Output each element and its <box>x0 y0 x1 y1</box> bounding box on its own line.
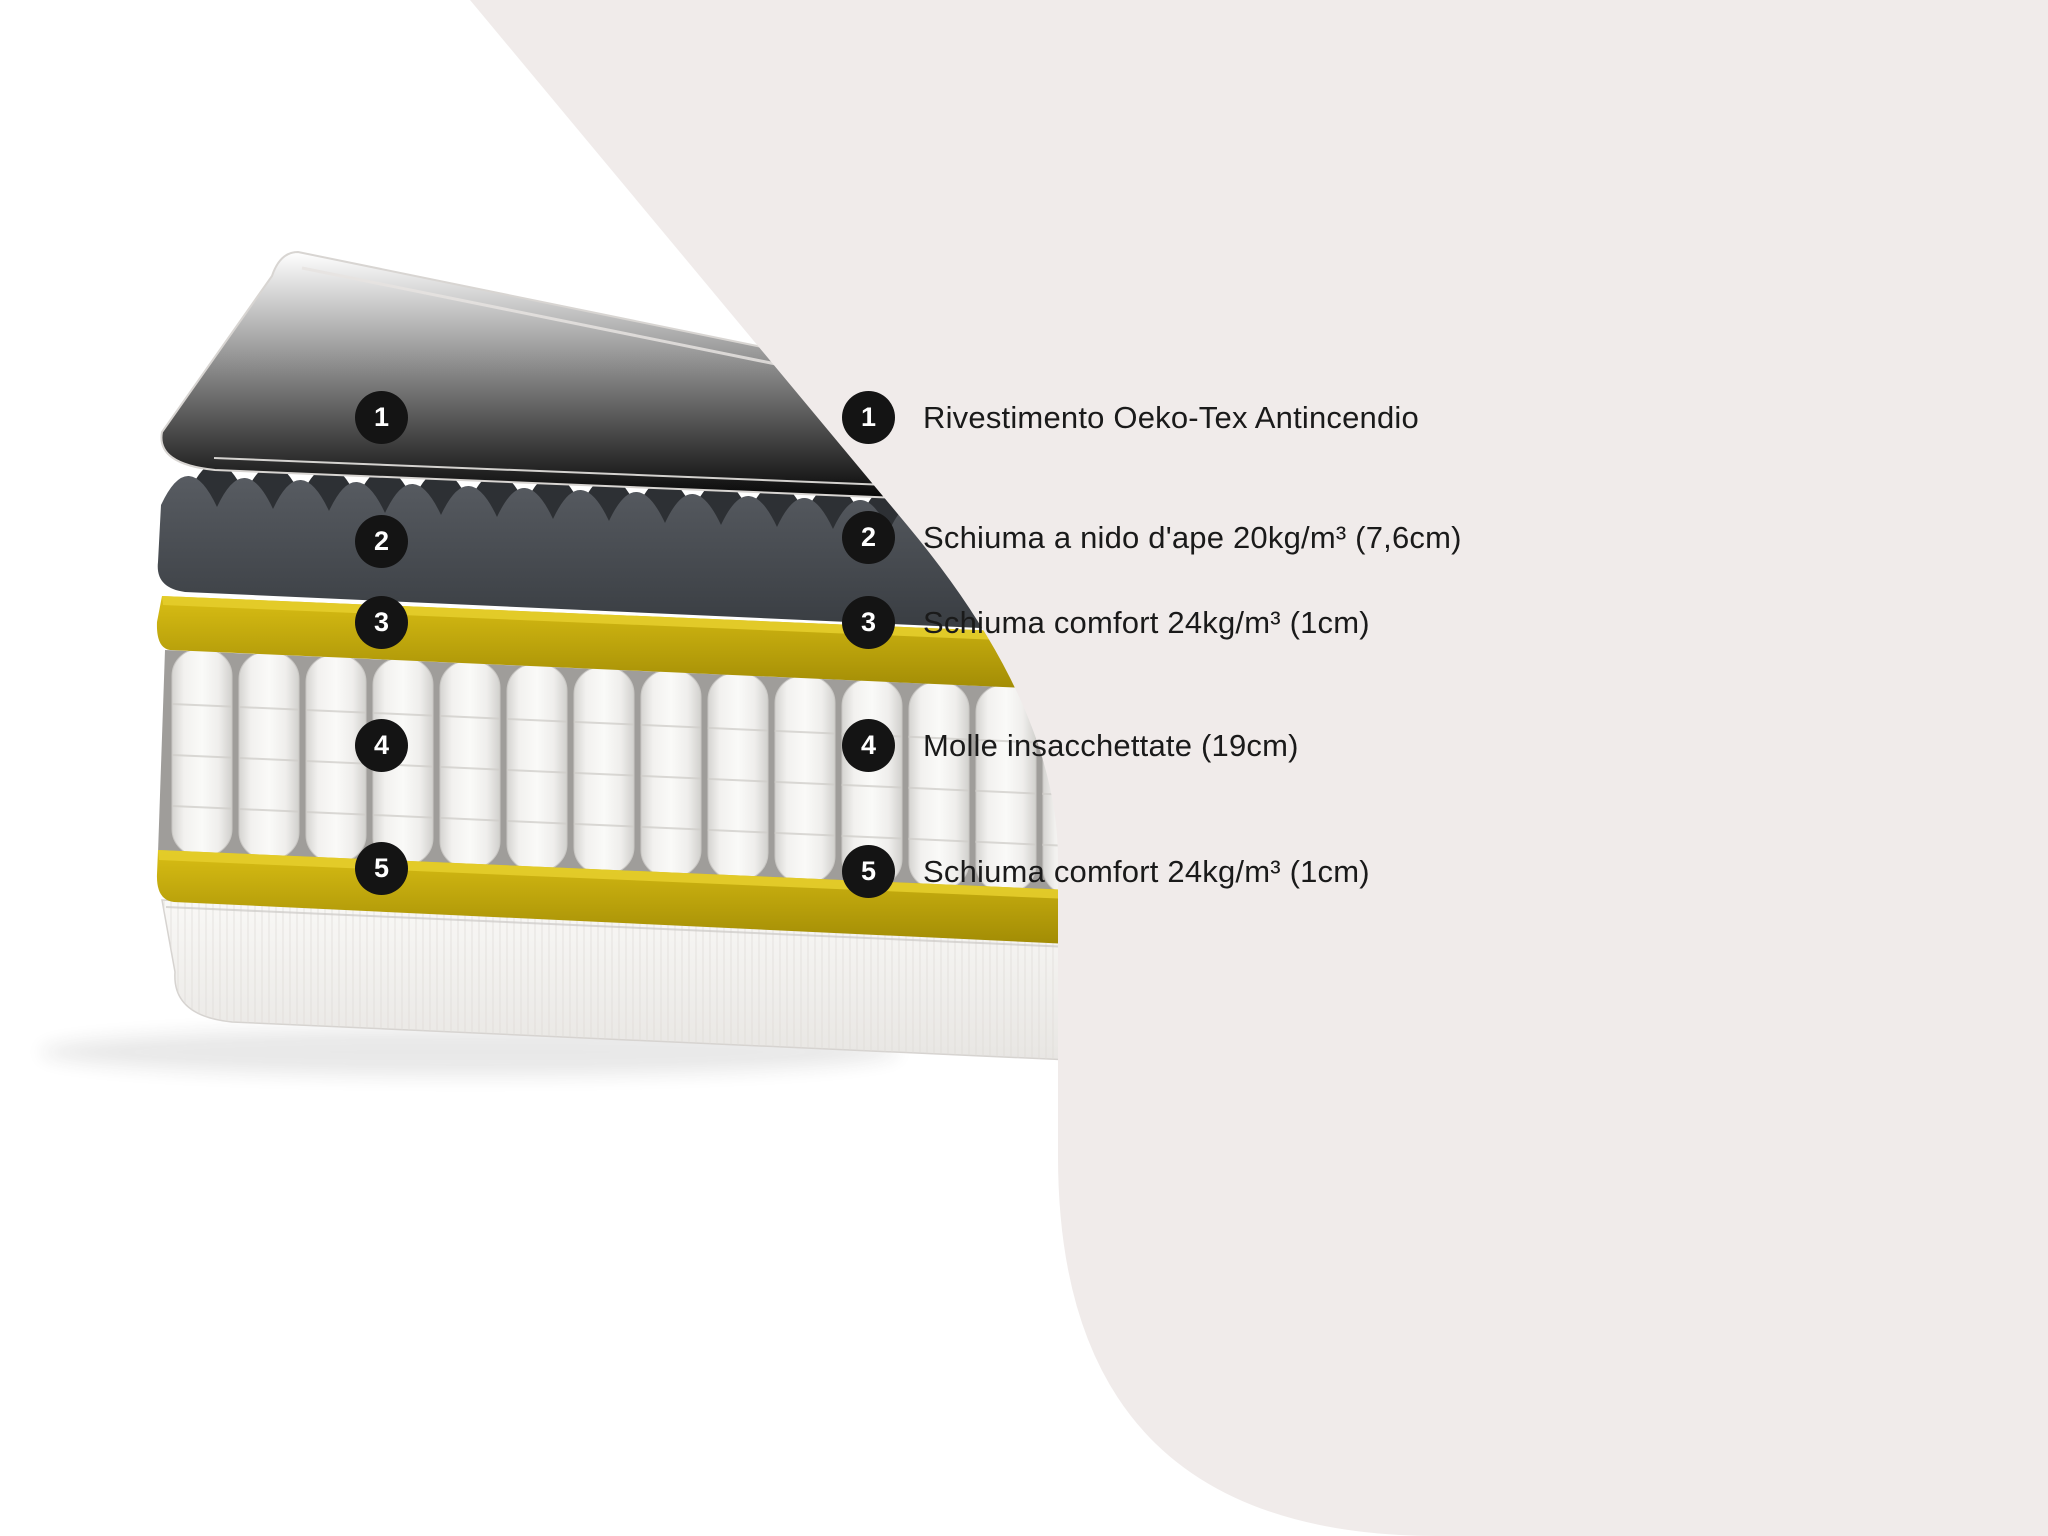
legend-item-2-number-badge: 2 <box>842 511 895 564</box>
spring-column <box>640 669 702 878</box>
layer-2-marker: 2 <box>355 515 408 568</box>
bottom-cover-fabric-texture <box>162 900 1070 1060</box>
legend-item-5: 5 Schiuma comfort 24kg/m³ (1cm) <box>842 845 1370 898</box>
legend-item-1: 1 Rivestimento Oeko-Tex Antincendio <box>842 391 1419 444</box>
layer-4-marker: 4 <box>355 719 408 772</box>
legend-item-1-number-badge: 1 <box>842 391 895 444</box>
pocket-springs-layer <box>158 648 1104 897</box>
legend-item-5-number-badge: 5 <box>842 845 895 898</box>
spring-column <box>305 654 367 863</box>
spring-crease-lines <box>171 703 1071 847</box>
legend-item-3: 3 Schiuma comfort 24kg/m³ (1cm) <box>842 596 1370 649</box>
legend-item-1-label: Rivestimento Oeko-Tex Antincendio <box>923 399 1419 435</box>
bottom-cover-layer <box>161 899 1071 1061</box>
spring-column <box>238 651 300 860</box>
spring-column <box>171 648 233 857</box>
legend-item-4-number-badge: 4 <box>842 719 895 772</box>
legend-item-3-label: Schiuma comfort 24kg/m³ (1cm) <box>923 604 1370 640</box>
spring-column <box>573 666 635 875</box>
spring-column <box>506 663 568 872</box>
legend-item-3-number-badge: 3 <box>842 596 895 649</box>
bottom-cover-seam <box>165 906 1071 948</box>
spring-column <box>707 672 769 881</box>
background-panel <box>470 0 2048 1536</box>
legend-item-2-label: Schiuma a nido d'ape 20kg/m³ (7,6cm) <box>923 519 1462 555</box>
layer-3-marker: 3 <box>355 596 408 649</box>
spring-column <box>774 675 836 884</box>
spring-column <box>439 660 501 869</box>
legend-item-4: 4 Molle insacchettate (19cm) <box>842 719 1299 772</box>
layer-1-marker: 1 <box>355 391 408 444</box>
legend-item-5-label: Schiuma comfort 24kg/m³ (1cm) <box>923 853 1370 889</box>
layer-5-marker: 5 <box>355 842 408 895</box>
legend-item-4-label: Molle insacchettate (19cm) <box>923 727 1299 763</box>
legend-item-2: 2 Schiuma a nido d'ape 20kg/m³ (7,6cm) <box>842 511 1462 564</box>
